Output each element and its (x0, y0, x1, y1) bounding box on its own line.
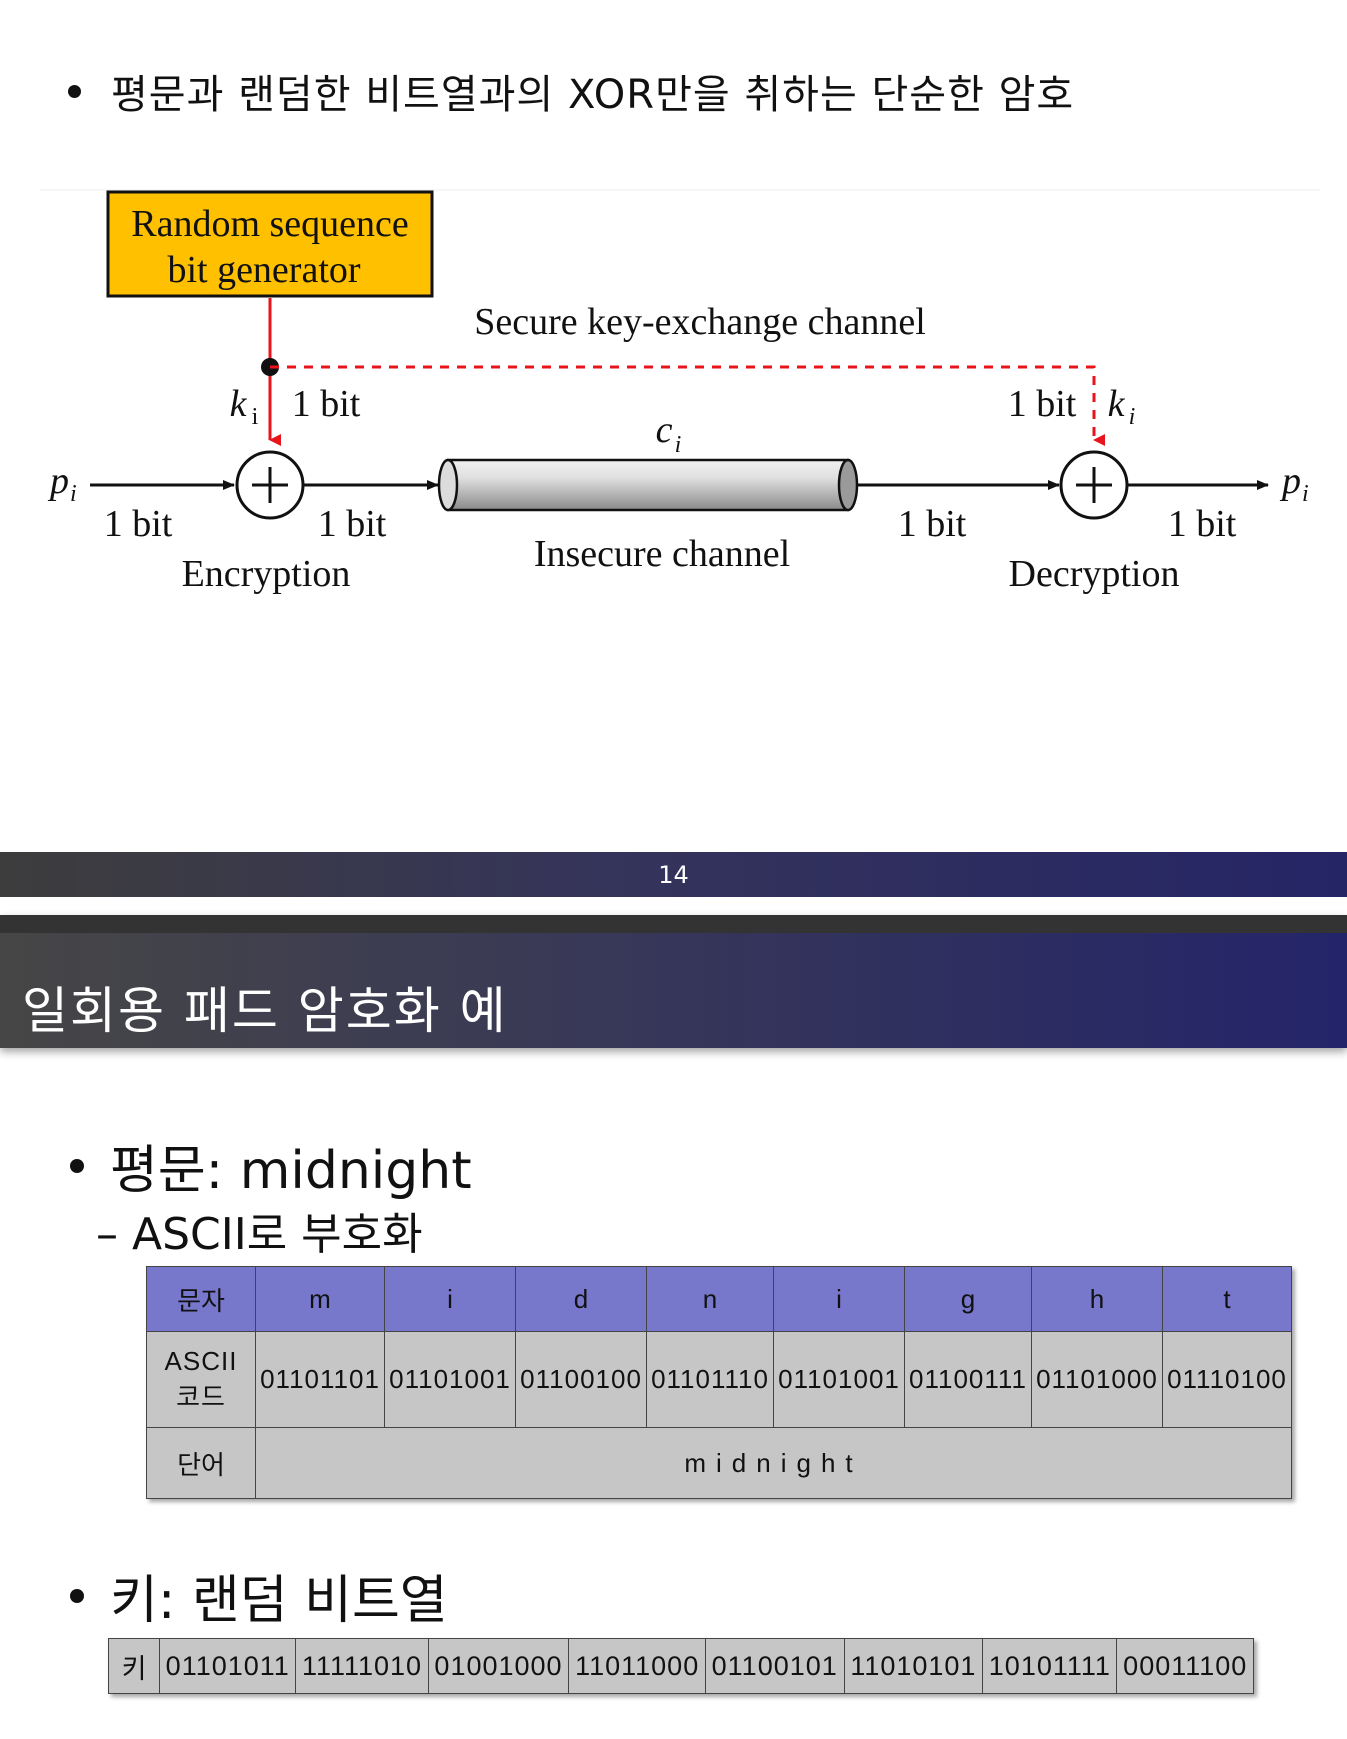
bit-label-cipher-right: 1 bit (898, 503, 967, 545)
sub-bullet: – ASCII로 부호화 (96, 1209, 423, 1260)
bullet-dot-icon (70, 1588, 84, 1603)
insecure-channel-tube (437, 458, 859, 512)
bullet-text: 평문과 랜덤한 비트열과의 XOR만을 취하는 단순한 암호 (111, 72, 1075, 118)
bullet-item: 평문과 랜덤한 비트열과의 XOR만을 취하는 단순한 암호 (68, 62, 1074, 120)
k-sub-left: i (252, 404, 259, 430)
random-bit-generator-box (106, 190, 434, 298)
letter-cell: m (255, 1266, 385, 1332)
key-bits-cell: 00011100 (1116, 1638, 1254, 1694)
header-label-cell: 문자 (146, 1266, 256, 1332)
key-bits-cell: 10101111 (982, 1638, 1118, 1694)
key-bullet: 키: 랜덤 비트열 (70, 1558, 448, 1633)
bullet-dot-icon (70, 1158, 84, 1173)
k-var-left: k (230, 383, 248, 425)
letter-cell: t (1161, 1266, 1293, 1332)
code-cell: 01110100 (1161, 1331, 1293, 1428)
plaintext-bullet: 평문: midnight (70, 1128, 472, 1203)
slide-title: 일회용 패드 암호화 예 (22, 982, 508, 1040)
slide-gap (0, 897, 1347, 915)
bit-label-key-left: 1 bit (292, 383, 361, 425)
bit-label-input: 1 bit (104, 503, 173, 545)
code-cell: 01101001 (383, 1331, 517, 1428)
secure-key-channel-line (270, 365, 1105, 446)
key-bullet-text: 키: 랜덤 비트열 (110, 1571, 448, 1631)
code-label-line2: 코드 (176, 1381, 226, 1412)
key-bits-cell: 11011000 (568, 1638, 706, 1694)
letter-cell: n (646, 1266, 774, 1332)
p-var-output: p (1279, 460, 1301, 502)
code-cell: 01101001 (772, 1331, 906, 1428)
code-cell: 01101110 (646, 1331, 774, 1428)
bit-label-cipher-left: 1 bit (318, 503, 387, 545)
table-row: ASCII 코드 01101101 01101001 01100100 0110… (146, 1331, 1293, 1428)
letter-cell: d (515, 1266, 648, 1332)
slide-footer: 14 (0, 852, 1347, 897)
p-sub-output: i (1302, 481, 1309, 507)
k-sub-right: i (1129, 404, 1136, 430)
letter-cell: g (904, 1266, 1032, 1332)
decryption-label: Decryption (1009, 553, 1180, 595)
encryption-label: Encryption (182, 553, 351, 595)
one-time-pad-diagram: Random sequence bit generator Secure key… (40, 189, 1320, 595)
letter-cell: h (1030, 1266, 1163, 1332)
generator-label-line1: Random sequence (131, 203, 409, 245)
slide-title-bar: 일회용 패드 암호화 예 (0, 915, 1347, 1048)
key-bits-cell: 11010101 (843, 1638, 984, 1694)
slide-14: 평문과 랜덤한 비트열과의 XOR만을 취하는 단순한 암호 Random se… (0, 0, 1347, 852)
key-bits-cell: 01001000 (427, 1638, 570, 1694)
key-bits-cell: 01100101 (704, 1638, 845, 1694)
code-cell: 01101000 (1030, 1331, 1163, 1428)
bit-label-key-right: 1 bit (1008, 383, 1077, 425)
table-row: 문자 m i d n i g h t (146, 1266, 1293, 1332)
c-sub: i (675, 432, 682, 458)
code-label-cell: ASCII 코드 (146, 1331, 256, 1428)
key-bits-cell: 11111010 (295, 1638, 429, 1694)
xor-decrypt-icon (1059, 450, 1129, 520)
key-table: 키 01101011 11111010 01001000 11011000 01… (108, 1638, 1254, 1694)
table-row: 단어 midnight (146, 1427, 1292, 1499)
c-var: c (656, 409, 673, 451)
p-sub-input: i (70, 481, 77, 507)
key-bits-cell: 01101011 (158, 1638, 297, 1694)
page-number: 14 (658, 860, 689, 889)
bullet-dot-icon (68, 84, 81, 98)
letter-cell: i (383, 1266, 517, 1332)
xor-encrypt-icon (235, 450, 305, 520)
code-label-line1: ASCII (164, 1345, 238, 1376)
word-label-cell: 단어 (146, 1427, 256, 1499)
code-cell: 01101101 (255, 1331, 385, 1428)
letter-cell: i (772, 1266, 906, 1332)
secure-channel-label: Secure key-exchange channel (474, 301, 926, 343)
code-cell: 01100100 (515, 1331, 648, 1428)
p-var-input: p (47, 460, 69, 502)
insecure-channel-label: Insecure channel (534, 533, 790, 575)
word-cell: midnight (255, 1427, 1292, 1499)
table-row: 키 01101011 11111010 01001000 11011000 01… (108, 1638, 1254, 1694)
plaintext-bullet-text: 평문: midnight (110, 1141, 472, 1201)
code-cell: 01100111 (904, 1331, 1032, 1428)
ascii-table: 문자 m i d n i g h t ASCII 코드 01101101 011… (146, 1266, 1293, 1499)
key-label-cell: 키 (108, 1638, 160, 1694)
generator-label-line2: bit generator (167, 249, 360, 291)
bit-label-output: 1 bit (1168, 503, 1237, 545)
k-var-right: k (1108, 383, 1126, 425)
